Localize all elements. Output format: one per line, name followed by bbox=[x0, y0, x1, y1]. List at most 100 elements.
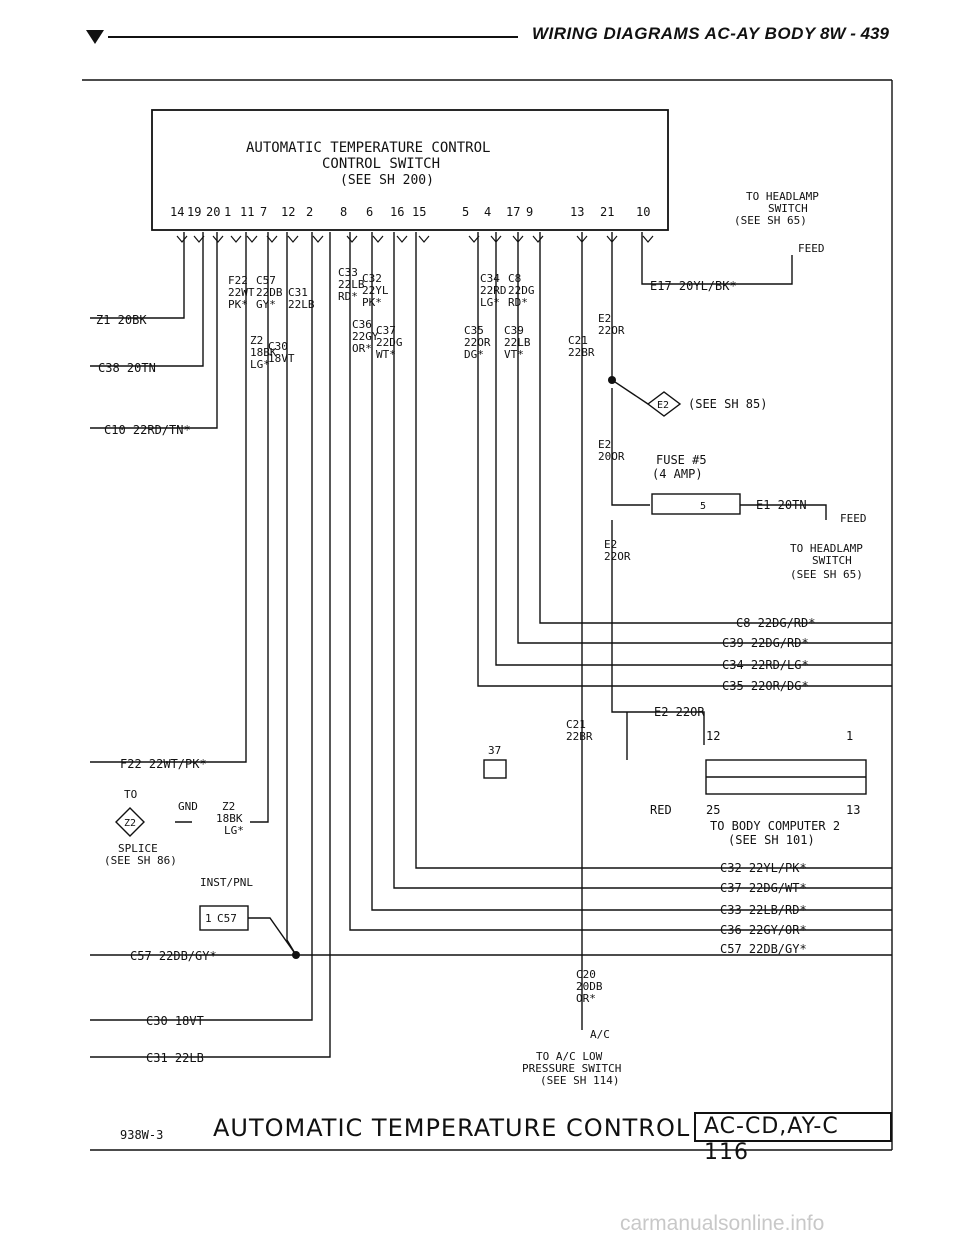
wire-c38 bbox=[90, 232, 204, 367]
switch-title-line1: AUTOMATIC TEMPERATURE CONTROL bbox=[246, 140, 490, 156]
splice-diamond-icon bbox=[115, 807, 145, 837]
headlamp-top-line1: TO HEADLAMP bbox=[746, 190, 819, 203]
wire-c34 bbox=[495, 232, 892, 666]
circuit-label-c39-right: C39 22DG/RD* bbox=[722, 636, 809, 650]
wire-tag-c30: 18VT bbox=[268, 352, 295, 365]
headlamp-top-line2: SWITCH bbox=[768, 202, 808, 215]
pin-terminal-icon bbox=[576, 235, 588, 243]
splice-diamond-label: Z2 bbox=[124, 818, 136, 829]
connector-37-icon bbox=[483, 759, 507, 779]
body-computer-red: RED bbox=[650, 803, 672, 817]
wire-tag-c37: C37 bbox=[376, 324, 396, 337]
header-rule bbox=[108, 36, 518, 38]
headlamp-top-feed: FEED bbox=[798, 242, 825, 255]
pin-number: 10 bbox=[636, 205, 650, 219]
wire-tag-c21b: 22BR bbox=[566, 730, 593, 743]
e2-diamond-icon bbox=[646, 391, 682, 417]
watermark: carmanualsonline.info bbox=[620, 1212, 825, 1235]
pin-terminal-icon bbox=[266, 235, 278, 243]
circuit-label-c34-right: C34 22RD/LG* bbox=[722, 658, 809, 672]
pin-terminal-icon bbox=[372, 235, 384, 243]
wire-tag-c31: C31 bbox=[288, 286, 308, 299]
wire-tag-f22: 22WT bbox=[228, 286, 255, 299]
pin-number: 6 bbox=[366, 205, 373, 219]
pin-terminal-icon bbox=[468, 235, 480, 243]
wire-tag-c39: VT* bbox=[504, 348, 524, 361]
wire-tag-c39: 22LB bbox=[504, 336, 531, 349]
circuit-label-c8-right: C8 22DG/RD* bbox=[736, 616, 815, 630]
pin-number: 5 bbox=[462, 205, 469, 219]
wire-tag-c36: C36 bbox=[352, 318, 372, 331]
headlamp-mid-feed: FEED bbox=[840, 512, 867, 525]
wire-tag-c21: C21 bbox=[568, 334, 588, 347]
wire-z1 bbox=[90, 232, 185, 319]
circuit-label-c32-right: C32 22YL/PK* bbox=[720, 861, 807, 875]
circuit-label-z1: Z1 20BK bbox=[96, 313, 147, 327]
wire-tag-c34: LG* bbox=[480, 296, 500, 309]
pin-terminal-icon bbox=[418, 235, 430, 243]
wire-c36 bbox=[349, 232, 892, 931]
wire-tag-c33: C33 bbox=[338, 266, 358, 279]
circuit-label-c31: C31 22LB bbox=[146, 1051, 204, 1065]
wire-tag-c35: 22OR bbox=[464, 336, 491, 349]
pin-terminal-icon bbox=[287, 235, 299, 243]
headlamp-mid-line1: TO HEADLAMP bbox=[790, 542, 863, 555]
wire-tag-e2a: E2 bbox=[598, 312, 611, 325]
wire-tag-c32: 22YL bbox=[362, 284, 389, 297]
pin-number: 1 bbox=[224, 205, 231, 219]
wire-e17 bbox=[641, 232, 793, 285]
pin-terminal-icon bbox=[490, 235, 502, 243]
circuit-label-c37-right: C37 22DG/WT* bbox=[720, 881, 807, 895]
wire-c39 bbox=[517, 232, 892, 644]
splice-wire-line2: 18BK bbox=[216, 812, 243, 825]
wire-tag-f22: PK* bbox=[228, 298, 248, 311]
fuse-number: 5 bbox=[700, 501, 706, 512]
ac-label: A/C bbox=[590, 1028, 610, 1041]
wire-tag-c20: C20 bbox=[576, 968, 596, 981]
body-computer-line2: (SEE SH 101) bbox=[728, 833, 815, 847]
pin-terminal-icon bbox=[512, 235, 524, 243]
pin-number: 20 bbox=[206, 205, 220, 219]
e2-splice-reference: (SEE SH 85) bbox=[688, 397, 767, 411]
body-computer-pin-1: 1 bbox=[846, 729, 853, 743]
pin-terminal-icon bbox=[642, 235, 654, 243]
wire-c10 bbox=[90, 232, 218, 429]
footer-sheet-label: AC-CD,AY-C 116 bbox=[704, 1114, 839, 1165]
wire-tag-c8: RD* bbox=[508, 296, 528, 309]
switch-title-line3: (SEE SH 200) bbox=[340, 173, 434, 188]
pin-number: 12 bbox=[281, 205, 295, 219]
c57-connector-pin: 1 bbox=[205, 912, 212, 925]
wire-tag-c20: 20DB bbox=[576, 980, 603, 993]
wire-tag-c8: 22DG bbox=[508, 284, 535, 297]
wire-tag-e2b: E2 bbox=[598, 438, 611, 451]
c57-connector-name: C57 bbox=[217, 912, 237, 925]
wire-tag-c35: DG* bbox=[464, 348, 484, 361]
circuit-label-c35-right: C35 22OR/DG* bbox=[722, 679, 809, 693]
wire-tag-c8: C8 bbox=[508, 272, 521, 285]
wire-e1 bbox=[740, 504, 827, 520]
pin-terminal-icon bbox=[606, 235, 618, 243]
footer-code: 938W-3 bbox=[120, 1128, 164, 1142]
circuit-label-f22: F22 22WT/PK* bbox=[120, 757, 207, 771]
wire-tag-z2: 18BK bbox=[250, 346, 277, 359]
pin-terminal-icon bbox=[212, 235, 224, 243]
wire-tag-c36: OR* bbox=[352, 342, 372, 355]
pin-number: 7 bbox=[260, 205, 267, 219]
control-switch-box bbox=[151, 109, 669, 231]
body-computer-line1: TO BODY COMPUTER 2 bbox=[710, 819, 840, 833]
body-computer-e2-label: E2 22OR bbox=[654, 705, 705, 719]
wire-e2-body bbox=[630, 711, 705, 745]
wire-c57-up bbox=[286, 232, 297, 956]
pin-number: 13 bbox=[570, 205, 584, 219]
wire-tag-c30: C30 bbox=[268, 340, 288, 353]
wire-tag-c57: GY* bbox=[256, 298, 276, 311]
circuit-label-e17: E17 20YL/BK* bbox=[650, 279, 737, 293]
circuit-label-e1: E1 20TN bbox=[756, 498, 807, 512]
pin-number: 8 bbox=[340, 205, 347, 219]
pin-number: 16 bbox=[390, 205, 404, 219]
wire-tag-z2: Z2 bbox=[250, 334, 263, 347]
wire-c33 bbox=[371, 232, 892, 911]
pin-number: 11 bbox=[240, 205, 254, 219]
pin-number: 15 bbox=[412, 205, 426, 219]
